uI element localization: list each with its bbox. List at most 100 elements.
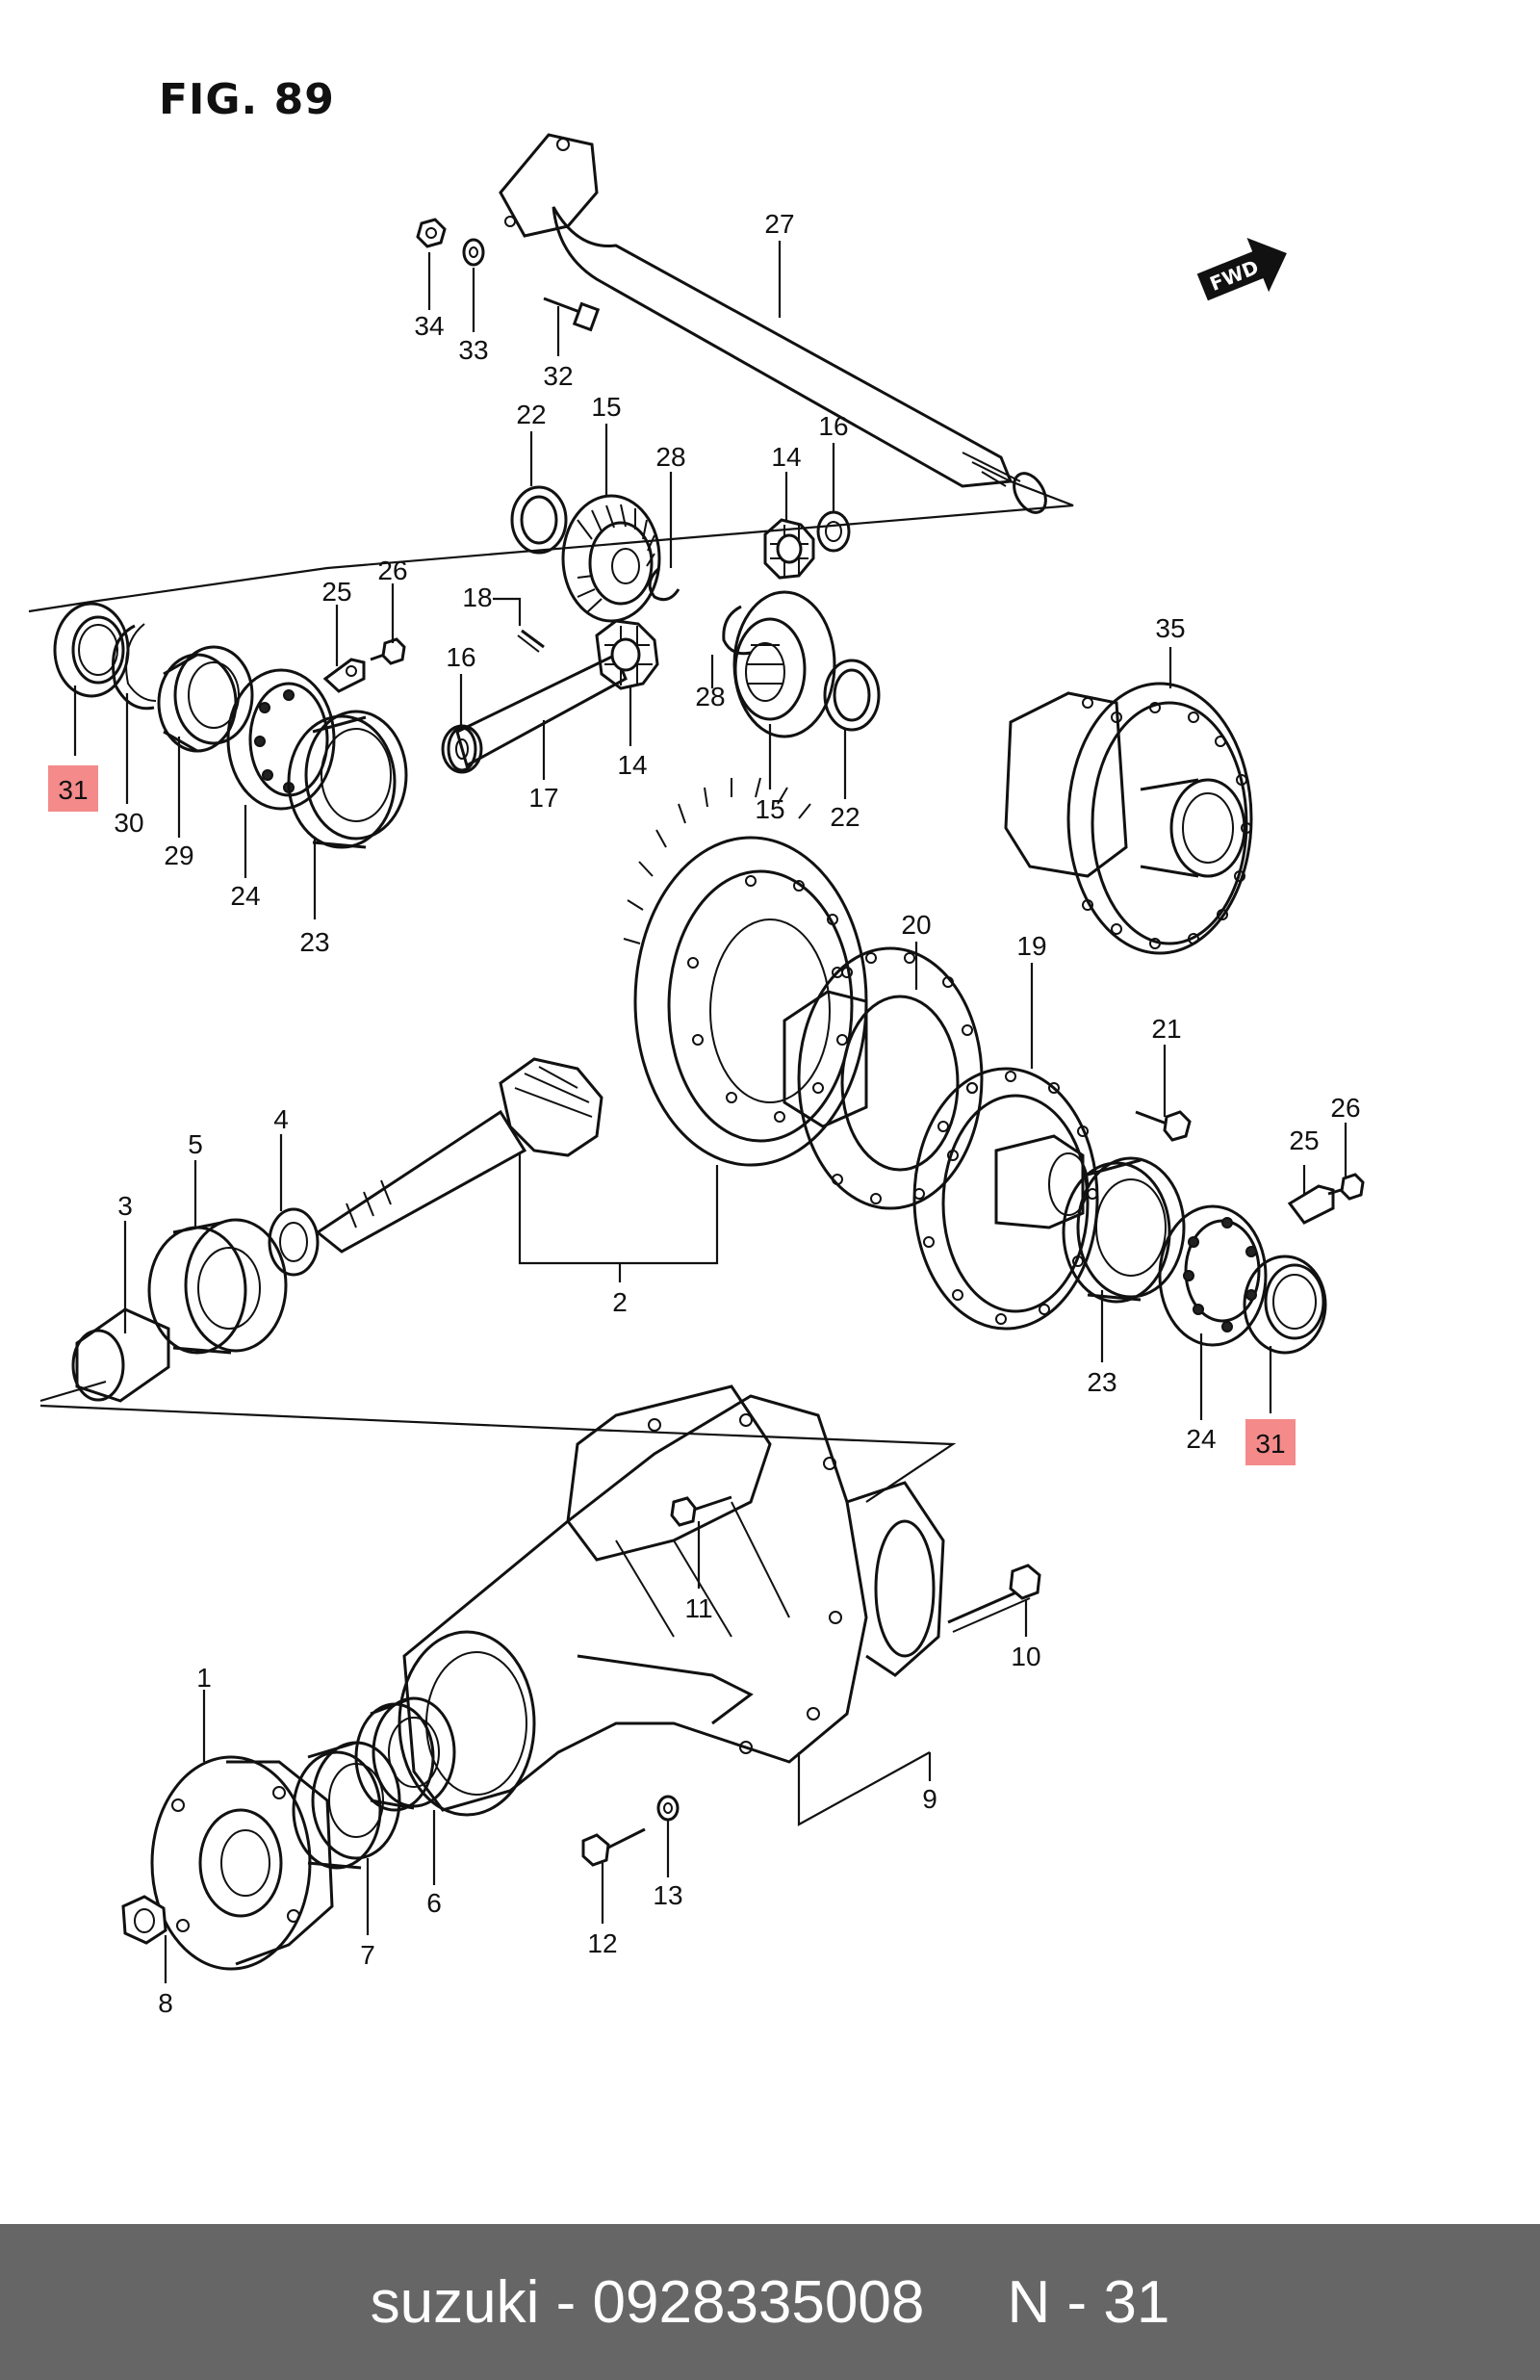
differential-case-35 — [1004, 682, 1253, 955]
footer-gap — [924, 2268, 1007, 2337]
callout-9: 9 — [922, 1784, 937, 1814]
carrier-cover-20 — [783, 946, 984, 1210]
oil-seal-31-right — [1243, 1255, 1327, 1355]
nut-34 — [416, 218, 447, 248]
callout-16-upper: 16 — [818, 411, 848, 441]
bearing-7 — [292, 1741, 401, 1870]
bolt-11 — [670, 1495, 732, 1527]
lock-pin-18 — [517, 629, 545, 653]
callout-31-right: 31 — [1255, 1429, 1285, 1459]
footer-ref: N - 31 — [1007, 2268, 1170, 2336]
group-boundary-top — [28, 479, 1074, 613]
drive-pinion-2 — [315, 1057, 603, 1254]
callout-25-left: 25 — [321, 577, 351, 607]
adjuster-24-left — [226, 668, 336, 811]
bolt-32 — [543, 297, 601, 332]
washer-33 — [462, 238, 485, 267]
pinion-gear-14-lower — [595, 619, 659, 690]
callout-12: 12 — [587, 1928, 617, 1958]
bolt-12 — [581, 1827, 646, 1867]
snap-ring-30 — [112, 623, 157, 711]
bolt-26-right — [1327, 1173, 1365, 1201]
callout-35: 35 — [1155, 613, 1185, 643]
stud-bolt-10 — [947, 1564, 1041, 1633]
callout-1: 1 — [196, 1663, 212, 1693]
oil-seal-31-left — [53, 602, 130, 698]
pinion-shaft-17 — [447, 652, 628, 772]
callout-11: 11 — [684, 1593, 712, 1623]
callout-15-lower: 15 — [755, 794, 784, 824]
footer-brand: suzuki — [370, 2268, 540, 2336]
side-gear-15-upper — [561, 494, 661, 623]
thrust-washer-16-upper — [816, 510, 851, 553]
callout-4: 4 — [273, 1104, 289, 1134]
callout-24-right: 24 — [1186, 1424, 1216, 1454]
callout-14-lower: 14 — [617, 750, 647, 780]
flange-nut-8 — [121, 1895, 167, 1945]
callout-14-upper: 14 — [771, 442, 801, 472]
footer-bar: suzuki - 0928335008 N - 31 — [0, 2224, 1540, 2380]
callout-29: 29 — [164, 841, 193, 870]
differential-case-19 — [912, 1067, 1099, 1331]
bearing-5 — [147, 1218, 288, 1355]
callout-20: 20 — [901, 910, 931, 940]
bolt-26-left — [370, 637, 406, 665]
callout-18: 18 — [462, 582, 492, 612]
callout-27: 27 — [764, 209, 794, 239]
snap-ring-28-lower — [722, 605, 752, 656]
thrust-washer-22-upper — [510, 485, 568, 555]
callout-33: 33 — [458, 335, 488, 365]
axle-housing-9 — [398, 1384, 945, 1817]
callout-5: 5 — [188, 1129, 203, 1159]
ring-gear-2 — [623, 777, 868, 1167]
callout-7: 7 — [360, 1940, 375, 1970]
callout-13: 13 — [653, 1880, 682, 1910]
bearing-23-right — [1062, 1156, 1186, 1304]
callout-21: 21 — [1151, 1014, 1181, 1044]
callout-17: 17 — [528, 783, 558, 813]
footer-separator: - — [539, 2268, 593, 2336]
forward-arrow-icon: FWD — [1196, 238, 1287, 301]
side-gear-15-lower — [732, 590, 836, 738]
spacer-4 — [268, 1207, 320, 1277]
callout-23-right: 23 — [1087, 1367, 1116, 1397]
oil-seal-6 — [354, 1696, 456, 1812]
exploded-parts-diagram: FWD — [28, 133, 1365, 2018]
callout-31-left: 31 — [58, 775, 88, 805]
callout-2: 2 — [612, 1287, 628, 1317]
callout-3: 3 — [117, 1191, 133, 1221]
callout-31-left-highlight — [48, 765, 98, 812]
callout-28-upper: 28 — [655, 442, 685, 472]
callout-10: 10 — [1011, 1642, 1040, 1671]
footer-part-number: 0928335008 — [592, 2268, 925, 2336]
figure-title: FIG. 89 — [159, 75, 335, 124]
callout-23-left: 23 — [299, 927, 329, 957]
callout-15-upper: 15 — [591, 392, 621, 422]
lock-plate-25-right — [1287, 1184, 1335, 1225]
bearing-23-left — [287, 710, 408, 849]
pinion-gear-14-upper — [763, 518, 815, 580]
adjuster-24-right — [1158, 1204, 1268, 1347]
callout-26-right: 26 — [1330, 1093, 1360, 1123]
callout-22-lower: 22 — [830, 802, 860, 832]
bolt-21 — [1135, 1110, 1192, 1142]
callout-34: 34 — [414, 311, 444, 341]
thrust-washer-22-lower — [823, 659, 881, 732]
callout-32: 32 — [543, 361, 573, 391]
callout-25-right: 25 — [1289, 1125, 1319, 1155]
callout-28-lower: 28 — [695, 682, 725, 711]
snap-ring-28-upper — [648, 566, 680, 602]
callout-24-left: 24 — [230, 881, 260, 911]
leader-lines — [73, 241, 1348, 1983]
callout-labels: 34 33 32 27 22 15 28 14 16 25 26 18 16 3… — [48, 209, 1361, 2018]
callout-8: 8 — [158, 1988, 173, 2018]
callout-22-upper: 22 — [516, 400, 546, 429]
callout-26-left: 26 — [377, 556, 407, 585]
callout-6: 6 — [426, 1888, 442, 1918]
group-boundary-middle — [39, 1380, 957, 1503]
callout-30: 30 — [114, 808, 143, 838]
callout-16-lower: 16 — [446, 642, 475, 672]
washer-13 — [656, 1795, 680, 1822]
lock-plate-25-left — [322, 658, 366, 693]
